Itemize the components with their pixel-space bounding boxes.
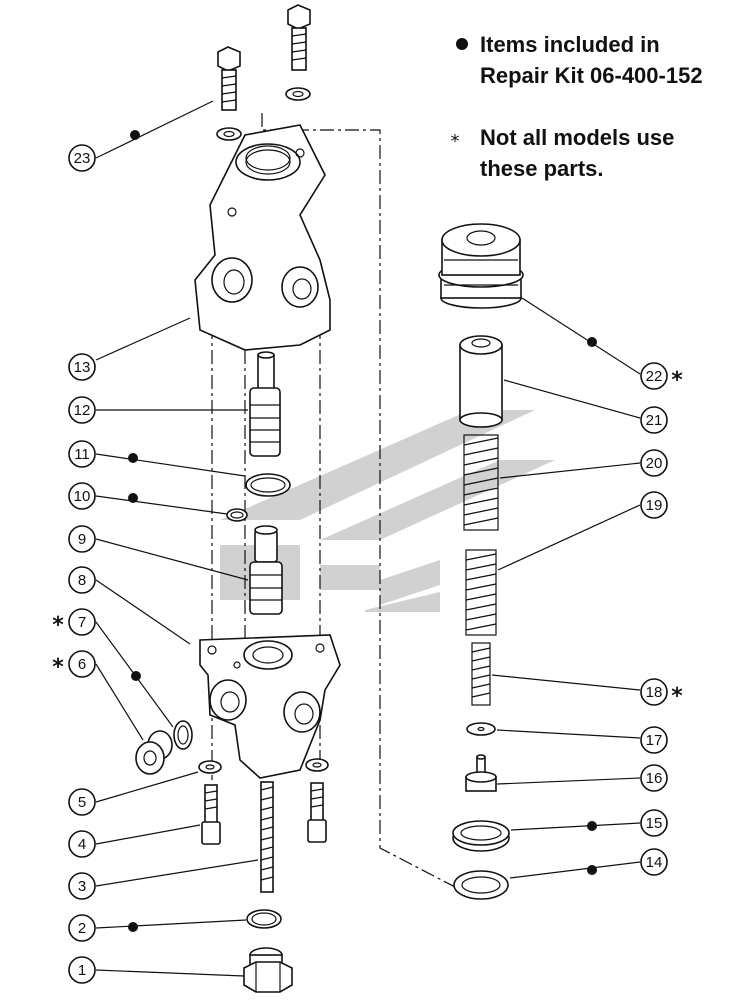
item-18-small-spring — [471, 642, 491, 706]
callout-18: 18 * — [640, 678, 683, 709]
callout-5-label: 5 — [78, 794, 86, 811]
callout-3: 3 — [68, 872, 96, 900]
item-8-lower-body — [199, 634, 341, 779]
callout-10: 10 — [68, 482, 96, 510]
callout-13-label: 13 — [74, 359, 91, 376]
callout-12-label: 12 — [74, 402, 91, 419]
item-10-o-ring — [226, 508, 248, 522]
callout-7: 7 * — [52, 608, 96, 638]
callout-18-label: 18 — [646, 684, 663, 701]
callout-15: 15 — [640, 809, 668, 837]
legend: Items included in Repair Kit 06-400-152 … — [451, 32, 703, 181]
callout-2-label: 2 — [78, 920, 86, 937]
callout-16-label: 16 — [646, 770, 663, 787]
item-5-washers — [198, 758, 329, 774]
callout-13: 13 — [68, 353, 96, 381]
item-14-ring — [453, 870, 509, 900]
item-13-upper-body — [194, 124, 331, 351]
callout-5: 5 — [68, 788, 96, 816]
callout-10-label: 10 — [74, 488, 91, 505]
callout-14: 14 — [640, 848, 668, 876]
callout-4: 4 — [68, 830, 96, 858]
item-1-plug-nut — [243, 947, 293, 993]
item-7-o-ring — [173, 720, 193, 750]
callout-12: 12 — [68, 396, 96, 424]
callout-11-label: 11 — [74, 446, 90, 463]
item-11-o-ring — [245, 473, 291, 497]
callout-labels: 23 13 12 11 10 9 8 7 * 6 * 5 4 3 2 1 22 … — [52, 144, 683, 984]
callout-15-label: 15 — [646, 815, 663, 832]
callout-16: 16 — [640, 764, 668, 792]
callout-1: 1 — [68, 956, 96, 984]
callout-22: 22 * — [640, 362, 683, 393]
callout-7-label: 7 — [78, 614, 86, 631]
callout-23-label: 23 — [74, 150, 91, 167]
kit-bullets — [128, 130, 597, 932]
callout-22-label: 22 — [646, 368, 663, 385]
item-2-seal-ring — [246, 909, 282, 929]
item-6-plug — [135, 730, 173, 775]
item-20-large-spring — [463, 434, 499, 531]
item-15-seal — [452, 820, 510, 852]
callout-22-star: * — [671, 368, 683, 393]
callout-8: 8 — [68, 566, 96, 594]
callout-3-label: 3 — [78, 878, 86, 895]
callout-17-label: 17 — [646, 732, 663, 749]
leader-lines — [95, 100, 641, 977]
legend-kit-line2: Repair Kit 06-400-152 — [480, 63, 703, 88]
item-12-upper-piston — [249, 351, 281, 457]
callout-9: 9 — [68, 525, 96, 553]
callout-19: 19 — [640, 491, 668, 519]
callout-23: 23 — [68, 144, 96, 172]
callout-7-star: * — [52, 613, 64, 638]
callout-2: 2 — [68, 914, 96, 942]
callout-4-label: 4 — [78, 836, 86, 853]
legend-kit-line1: Items included in — [480, 32, 660, 57]
item-3-spring — [260, 781, 274, 893]
callout-6: 6 * — [52, 650, 96, 680]
callout-21: 21 — [640, 406, 668, 434]
item-21-piston — [459, 335, 503, 428]
callout-20: 20 — [640, 449, 668, 477]
callout-18-star: * — [671, 684, 683, 709]
item-23-bolts — [216, 4, 311, 141]
item-19-spring — [465, 549, 497, 636]
callout-6-star: * — [52, 655, 64, 680]
item-22-diaphragm — [438, 223, 524, 309]
callout-1-label: 1 — [78, 962, 86, 979]
callout-6-label: 6 — [78, 656, 86, 673]
item-4-screws — [201, 782, 327, 845]
legend-note-line1: Not all models use — [480, 125, 674, 150]
callout-20-label: 20 — [646, 455, 663, 472]
callout-11: 11 — [68, 440, 96, 468]
callout-21-label: 21 — [646, 412, 663, 429]
legend-note-star: * — [451, 131, 460, 152]
callout-9-label: 9 — [78, 531, 86, 548]
callout-8-label: 8 — [78, 572, 86, 589]
callout-14-label: 14 — [646, 854, 663, 871]
item-9-lower-piston — [249, 525, 283, 615]
callout-19-label: 19 — [646, 497, 663, 514]
legend-note-line2: these parts. — [480, 156, 604, 181]
item-16-valve-stem — [465, 754, 497, 792]
item-17-washer — [466, 722, 496, 736]
callout-17: 17 — [640, 726, 668, 754]
kit-bullet-icon — [456, 38, 468, 50]
